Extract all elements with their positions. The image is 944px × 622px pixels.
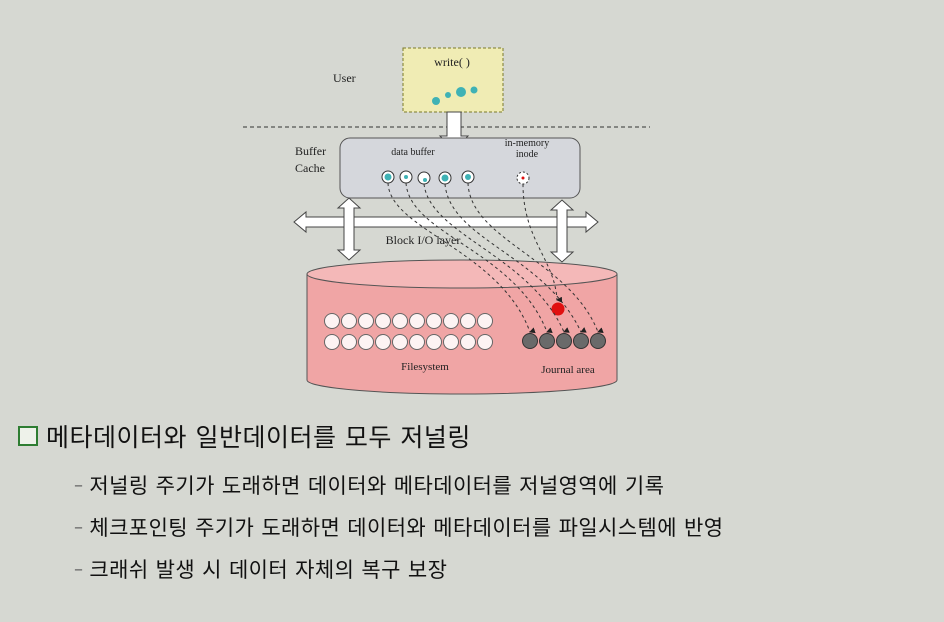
user-box bbox=[402, 47, 504, 113]
journal-blocks bbox=[522, 333, 606, 349]
write-label: write( ) bbox=[434, 55, 470, 69]
filesystem-block bbox=[460, 334, 476, 350]
filesystem-block bbox=[358, 313, 374, 329]
data-buffer-label: data buffer bbox=[391, 147, 435, 158]
checkbox-bullet-icon bbox=[18, 426, 38, 446]
main-bullet: 메타데이터와 일반데이터를 모두 저널링 bbox=[18, 418, 938, 454]
dash-icon: – bbox=[74, 516, 84, 538]
filesystem-block bbox=[375, 313, 391, 329]
filesystem-blocks bbox=[324, 313, 493, 350]
filesystem-block bbox=[392, 334, 408, 350]
filesystem-block bbox=[443, 334, 459, 350]
inode-label-line2: inode bbox=[516, 149, 539, 160]
filesystem-block bbox=[409, 334, 425, 350]
dash-icon: – bbox=[74, 558, 84, 580]
filesystem-block bbox=[477, 334, 493, 350]
filesystem-block bbox=[409, 313, 425, 329]
user-data-dots bbox=[432, 86, 478, 105]
filesystem-block bbox=[341, 313, 357, 329]
filesystem-block bbox=[324, 334, 340, 350]
sub-bullet-text: 저널링 주기가 도래하면 데이터와 메타데이터를 저널영역에 기록 bbox=[89, 474, 665, 498]
sub-bullet-text: 체크포인팅 주기가 도래하면 데이터와 메타데이터를 파일시스템에 반영 bbox=[89, 516, 724, 540]
bullet-list: 메타데이터와 일반데이터를 모두 저널링 – 저널링 주기가 도래하면 데이터와… bbox=[18, 418, 938, 590]
sub-bullet: – 저널링 주기가 도래하면 데이터와 메타데이터를 저널영역에 기록 bbox=[74, 464, 938, 506]
filesystem-block bbox=[324, 313, 340, 329]
filesystem-label: Filesystem bbox=[401, 361, 449, 373]
block-io-arrow bbox=[293, 210, 599, 234]
main-bullet-text: 메타데이터와 일반데이터를 모두 저널링 bbox=[46, 423, 471, 452]
sub-bullet-text: 크래쉬 발생 시 데이터 자체의 복구 보장 bbox=[89, 558, 448, 582]
dash-icon: – bbox=[74, 474, 84, 496]
disk-cylinder bbox=[306, 259, 618, 395]
journal-label: Journal area bbox=[541, 364, 595, 376]
inode-label-line1: in-memory bbox=[505, 138, 549, 149]
filesystem-block bbox=[392, 313, 408, 329]
commit-block bbox=[551, 302, 565, 316]
filesystem-block bbox=[358, 334, 374, 350]
right-vertical-arrow bbox=[549, 199, 575, 263]
sub-bullet: – 체크포인팅 주기가 도래하면 데이터와 메타데이터를 파일시스템에 반영 bbox=[74, 506, 938, 548]
filesystem-block bbox=[375, 334, 391, 350]
left-vertical-arrow bbox=[336, 197, 362, 261]
journal-flow-lines bbox=[387, 182, 604, 334]
buffer-label-line1: Buffer bbox=[295, 144, 326, 158]
sub-bullet: – 크래쉬 발생 시 데이터 자체의 복구 보장 bbox=[74, 548, 938, 590]
filesystem-block bbox=[443, 313, 459, 329]
block-io-label: Block I/O layer bbox=[386, 233, 461, 247]
journaling-diagram: write( ) User Buffer Cache data buffer i… bbox=[243, 47, 650, 395]
filesystem-block bbox=[460, 313, 476, 329]
filesystem-block bbox=[341, 334, 357, 350]
filesystem-block bbox=[426, 334, 442, 350]
filesystem-block bbox=[426, 313, 442, 329]
user-label: User bbox=[333, 71, 356, 85]
filesystem-block bbox=[477, 313, 493, 329]
buffer-label-line2: Cache bbox=[295, 161, 325, 175]
